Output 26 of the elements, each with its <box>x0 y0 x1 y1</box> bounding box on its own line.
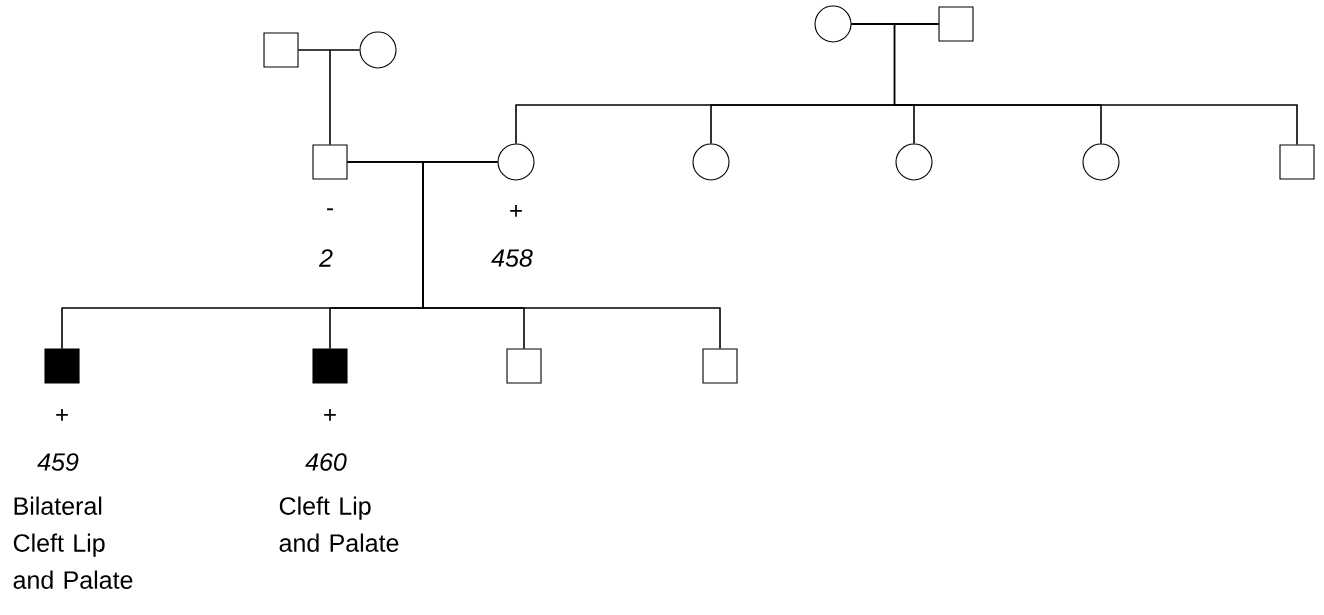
genotype-sign: + <box>510 205 522 217</box>
male-square <box>702 348 738 384</box>
genotype-sign: - <box>327 208 333 211</box>
sample-number: 458 <box>491 249 533 267</box>
female-circle <box>359 31 397 69</box>
sample-number: 459 <box>37 453 79 471</box>
female-circle <box>895 143 933 181</box>
male-square <box>1279 144 1315 180</box>
male-square <box>263 32 299 68</box>
male-square <box>312 144 348 180</box>
descent-line <box>329 49 360 145</box>
genotype-sign: + <box>324 409 336 421</box>
female-circle <box>497 143 535 181</box>
female-circle <box>814 5 852 43</box>
male-square <box>506 348 542 384</box>
descent-line <box>422 161 721 349</box>
male-square <box>938 6 974 42</box>
affected-male-square <box>44 348 80 384</box>
genotype-sign: + <box>56 409 68 421</box>
female-circle <box>1082 143 1120 181</box>
phenotype-label: Cleft Lip and Palate <box>279 496 399 552</box>
sample-number: 460 <box>305 453 347 471</box>
phenotype-label: Bilateral Cleft Lip and Palate <box>13 496 133 589</box>
sample-number: 2 <box>318 249 333 267</box>
affected-male-square <box>312 348 348 384</box>
female-circle <box>692 143 730 181</box>
